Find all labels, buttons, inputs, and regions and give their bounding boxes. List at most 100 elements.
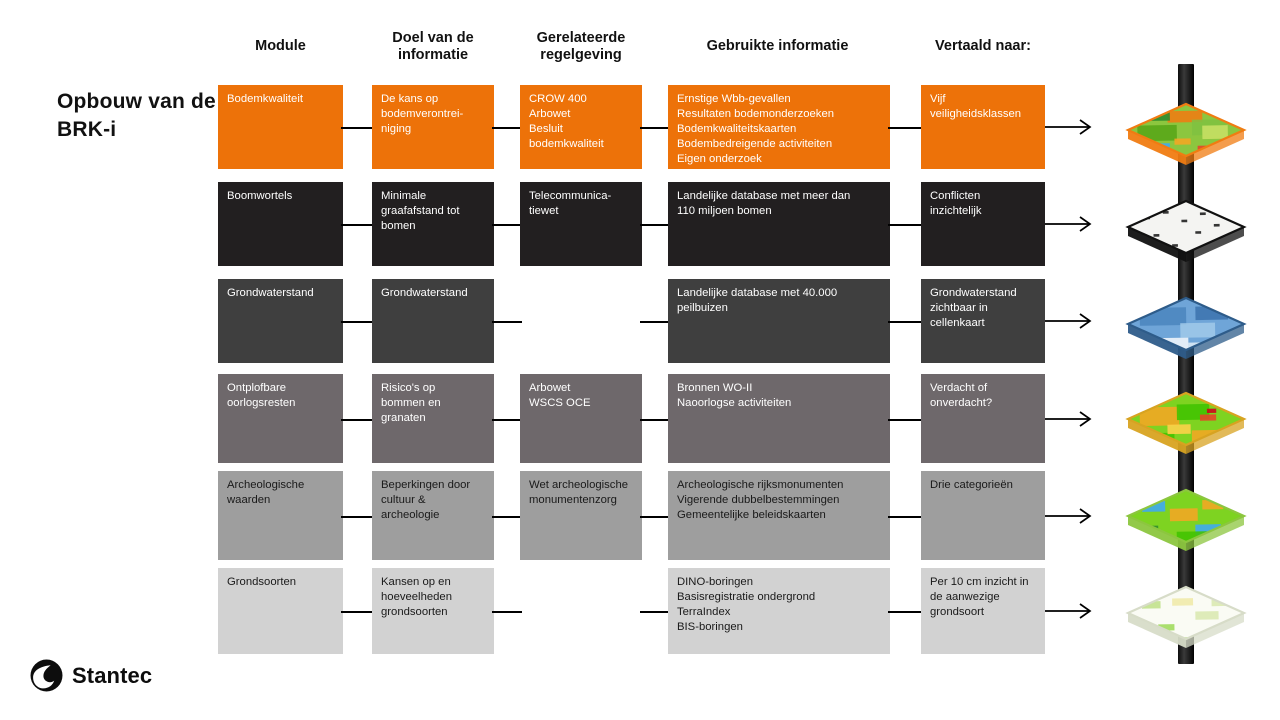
cell-grondwaterstand-module: Grondwaterstand — [218, 279, 343, 363]
connector-archeologische-waarden-3 — [888, 516, 923, 518]
connector-bodemkwaliteit-2 — [640, 127, 670, 129]
cell-line: Beperkingen door — [381, 479, 471, 491]
arrow-to-bodemkwaliteit-map-layer — [1045, 118, 1097, 136]
cell-bodemkwaliteit-module: Bodemkwaliteit — [218, 85, 343, 169]
connector-bodemkwaliteit-3 — [888, 127, 923, 129]
arrow-to-grondwater-map-layer — [1045, 312, 1097, 330]
arrow-to-archeologie-map-layer — [1045, 507, 1097, 525]
cell-line: Grondwaterstand — [227, 287, 314, 299]
cell-line: Minimale — [381, 190, 427, 202]
grondsoorten-map-layer — [1122, 577, 1250, 673]
column-header-module: Module — [255, 38, 306, 54]
cell-line: Bodemkwaliteitskaarten — [677, 122, 797, 135]
connector-boomwortels-3 — [888, 224, 923, 226]
connector-bodemkwaliteit-0 — [341, 127, 374, 129]
cell-line: DINO-boringen — [677, 576, 753, 588]
cell-line: Telecommunica- — [529, 190, 612, 202]
cell-line: grondsoort — [930, 605, 985, 618]
cell-line: Basisregistratie ondergrond — [677, 590, 816, 603]
cell-line: oorlogsresten — [227, 396, 296, 409]
cell-line: Arbowet — [529, 382, 571, 394]
cell-line: Archeologische rijksmonumenten — [677, 479, 844, 491]
cell-line: veiligheidsklassen — [930, 107, 1022, 120]
cell-line: peilbuizen — [677, 301, 728, 314]
page-title: Opbouw van de BRK-i — [57, 90, 216, 141]
column-header-regelgeving: Gerelateerde regelgeving — [536, 30, 626, 64]
cell-grondsoorten-module: Grondsoorten — [218, 568, 343, 654]
cell-line: inzichtelijk — [930, 204, 982, 217]
cell-line: Vijf — [930, 93, 946, 105]
cell-line: grondsoorten — [381, 605, 448, 618]
cell-line: Gemeentelijke beleidskaarten — [677, 508, 826, 521]
cell-line: Wet archeologische — [529, 479, 629, 491]
cell-line: De kans op — [381, 93, 439, 105]
bodemkwaliteit-map-layer — [1122, 94, 1250, 190]
connector-ontplofbare-oorlogsresten-0 — [341, 419, 374, 421]
connector-grondsoorten-2 — [640, 611, 670, 613]
oorlogsresten-map-layer — [1122, 383, 1250, 479]
cell-boomwortels-regelgeving: Telecommunica-tiewet — [520, 182, 642, 266]
cell-line: cellenkaart — [930, 316, 985, 329]
cell-line: Boomwortels — [227, 190, 293, 202]
stantec-droplet-icon — [30, 659, 63, 692]
cell-bodemkwaliteit-doel: De kans op bodemverontrei-niging — [372, 85, 494, 169]
connector-boomwortels-1 — [492, 224, 522, 226]
cell-line: Grondwaterstand — [381, 287, 468, 299]
connector-grondwaterstand-2 — [640, 321, 670, 323]
cell-line: 110 miljoen bomen — [677, 204, 772, 217]
cell-line: waarden — [227, 493, 271, 506]
boomwortels-map-layer — [1122, 191, 1250, 287]
cell-line: Per 10 cm inzicht in — [930, 576, 1029, 588]
connector-archeologische-waarden-2 — [640, 516, 670, 518]
connector-grondsoorten-1 — [492, 611, 522, 613]
archeologie-map-layer — [1122, 480, 1250, 576]
cell-line: niging — [381, 122, 412, 135]
cell-line: onverdacht? — [930, 396, 993, 409]
cell-line: Landelijke database met 40.000 — [677, 287, 838, 299]
map-layer-stack — [1098, 60, 1280, 670]
connector-archeologische-waarden-1 — [492, 516, 522, 518]
connector-boomwortels-0 — [341, 224, 374, 226]
cell-line: tiewet — [529, 204, 559, 217]
cell-boomwortels-module: Boomwortels — [218, 182, 343, 266]
cell-line: Kansen op en — [381, 576, 451, 588]
cell-line: Besluit — [529, 122, 563, 135]
cell-grondwaterstand-regelgeving — [520, 279, 642, 363]
arrow-to-boomwortels-map-layer — [1045, 215, 1097, 233]
connector-grondsoorten-3 — [888, 611, 923, 613]
cell-line: Vigerende dubbelbestemmingen — [677, 493, 840, 506]
cell-line: Resultaten bodemonderzoeken — [677, 107, 835, 120]
column-header-doel: Doel van de informatie — [392, 30, 474, 64]
cell-line: archeologie — [381, 508, 440, 521]
cell-line: Bodemkwaliteit — [227, 93, 303, 105]
cell-line: BIS-boringen — [677, 620, 743, 633]
cell-line: Naoorlogse activiteiten — [677, 396, 792, 409]
cell-line: Arbowet — [529, 107, 571, 120]
cell-ontplofbare-oorlogsresten-informatie: Bronnen WO-II Naoorlogse activiteiten — [668, 374, 890, 463]
cell-line: Ernstige Wbb-gevallen — [677, 93, 791, 105]
arrow-to-oorlogsresten-map-layer — [1045, 410, 1097, 428]
cell-line: Archeologische — [227, 479, 305, 491]
cell-line: Grondsoorten — [227, 576, 297, 588]
connector-bodemkwaliteit-1 — [492, 127, 522, 129]
cell-grondwaterstand-doel: Grondwaterstand — [372, 279, 494, 363]
grondwater-map-layer — [1122, 288, 1250, 384]
cell-line: Bronnen WO-II — [677, 382, 753, 394]
cell-line: bodemverontrei- — [381, 107, 464, 120]
cell-bodemkwaliteit-vertaald: Vijf veiligheidsklassen — [921, 85, 1045, 169]
cell-line: Grondwaterstand — [930, 287, 1017, 299]
brand-name: Stantec — [72, 662, 153, 688]
connector-ontplofbare-oorlogsresten-2 — [640, 419, 670, 421]
cell-archeologische-waarden-vertaald: Drie categorieën — [921, 471, 1045, 560]
